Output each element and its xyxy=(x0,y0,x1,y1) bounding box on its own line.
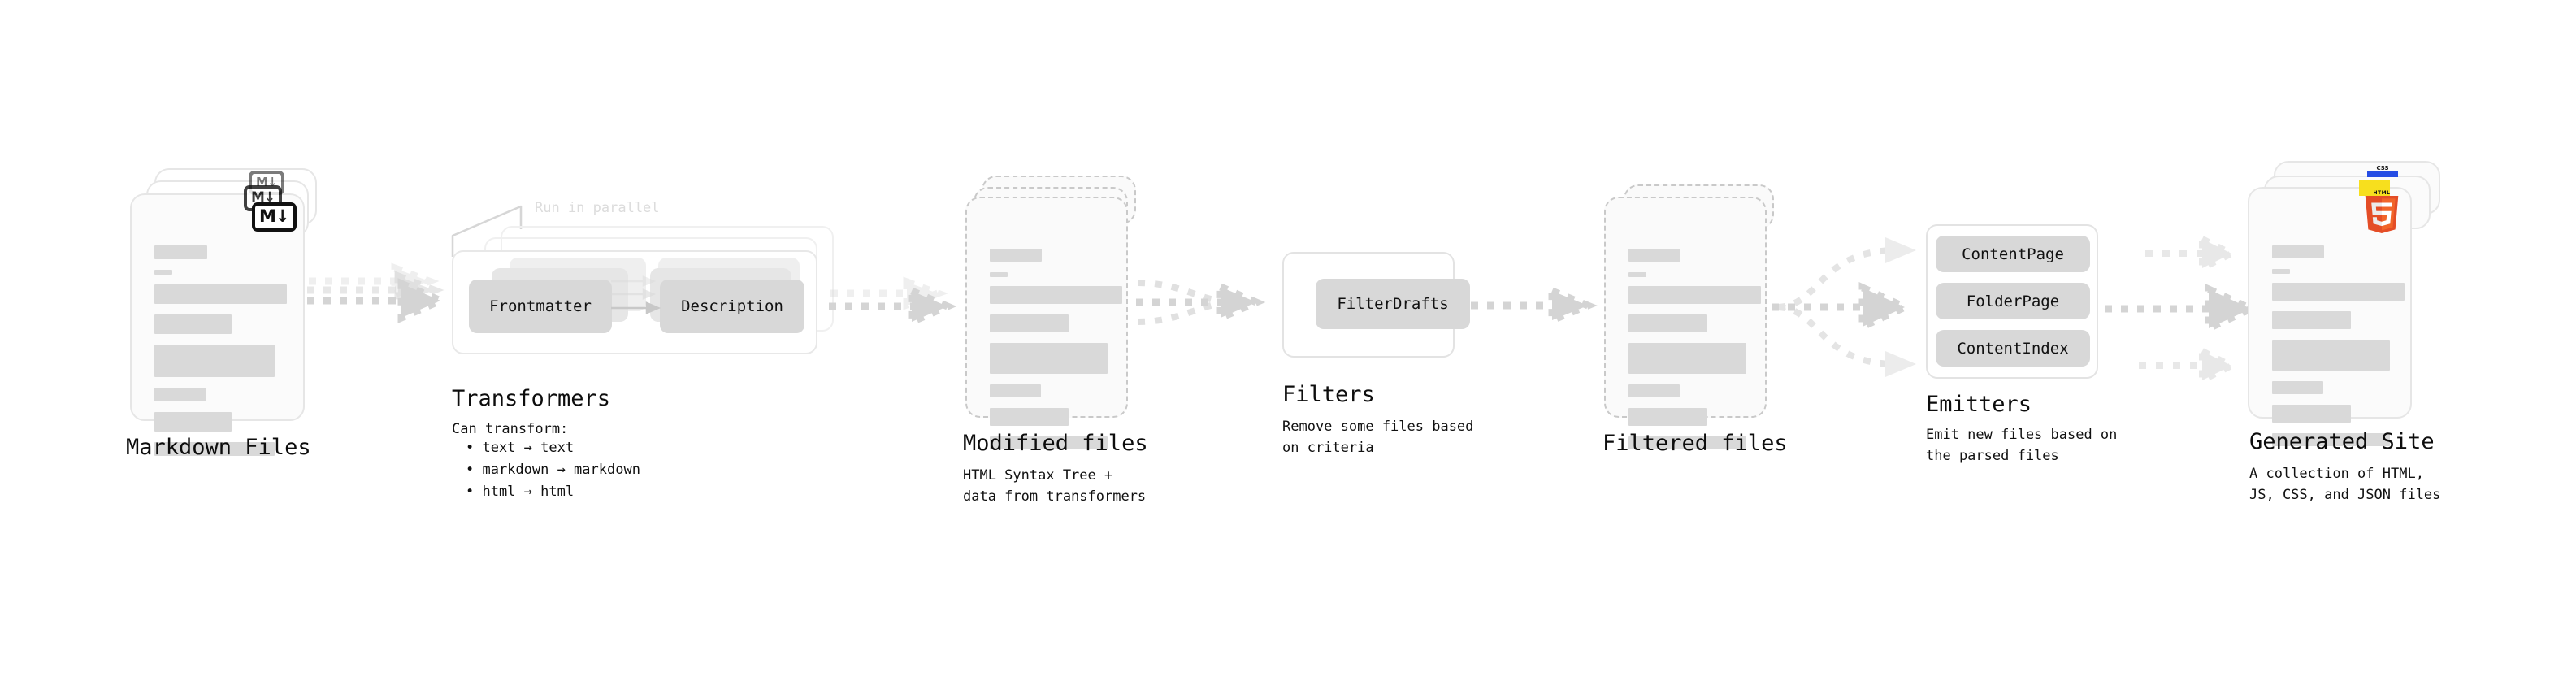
markdown-card-front xyxy=(130,193,305,456)
content-bar xyxy=(1628,272,1646,277)
run-in-parallel-note: Run in parallel xyxy=(535,200,660,216)
transformer-bullet-1: • text → text xyxy=(466,440,575,456)
filtered-card-front xyxy=(1604,197,1767,449)
content-bar xyxy=(2272,311,2351,329)
content-bar xyxy=(2272,340,2390,371)
content-bar xyxy=(990,436,1108,449)
generated-site-subtitle: A collection of HTML, JS, CSS, and JSON … xyxy=(2249,466,2441,504)
content-bar xyxy=(2272,269,2290,274)
emitters-subtitle: Emit new files based on the parsed files xyxy=(1926,427,2118,465)
stage-title-transformers: Transformers xyxy=(452,386,611,411)
run-in-parallel-bracket xyxy=(451,205,523,257)
content-bar xyxy=(1628,314,1707,332)
filter-node-filterdrafts[interactable]: FilterDrafts xyxy=(1316,279,1470,329)
arrow-emitters-to-site xyxy=(2105,233,2260,386)
content-bar xyxy=(990,343,1108,374)
arrow-filters-to-filtered xyxy=(1471,285,1598,326)
emitter-node-folderpage[interactable]: FolderPage xyxy=(1936,283,2090,319)
content-bar xyxy=(154,412,232,432)
css-icon: CSS xyxy=(2367,165,2398,177)
modified-files-subtitle: HTML Syntax Tree + data from transformer… xyxy=(963,467,1147,505)
content-bar xyxy=(1628,249,1680,262)
html5-shield xyxy=(2365,196,2399,233)
html5-icon: HTML xyxy=(2363,190,2400,236)
markdown-card-bars xyxy=(154,245,287,466)
markdown-icon: M↓ xyxy=(252,202,297,232)
css-bar xyxy=(2367,171,2398,177)
content-bar xyxy=(2272,245,2324,258)
stage-title-markdown-files: Markdown Files xyxy=(126,435,311,460)
content-bar xyxy=(154,442,275,456)
content-bar xyxy=(154,245,207,259)
stage-title-filters: Filters xyxy=(1282,382,1375,407)
stage-title-emitters: Emitters xyxy=(1926,392,2032,417)
transformers-subtitle: Can transform: xyxy=(452,421,569,437)
content-bar xyxy=(1628,436,1746,449)
content-bar xyxy=(154,284,287,304)
content-bar xyxy=(1628,384,1680,397)
generated-card-bars xyxy=(2272,245,2405,457)
filters-subtitle: Remove some files based on criteria xyxy=(1282,419,1474,457)
content-bar xyxy=(990,314,1069,332)
js-icon xyxy=(2359,180,2390,196)
stage-title-filtered-files: Filtered files xyxy=(1602,431,1788,456)
filtered-card-bars xyxy=(1628,249,1761,460)
content-bar xyxy=(990,286,1122,304)
stage-title-modified-files: Modified files xyxy=(963,431,1148,456)
content-bar xyxy=(2272,283,2405,301)
arrow-transformers-to-modified xyxy=(829,276,957,327)
arrow-markdown-to-transformers xyxy=(307,262,450,323)
modified-card-front xyxy=(965,197,1128,449)
content-bar xyxy=(1628,286,1761,304)
emitter-node-contentpage[interactable]: ContentPage xyxy=(1936,236,2090,272)
arrow-modified-to-filters xyxy=(1136,280,1266,325)
stage-title-generated-site: Generated Site xyxy=(2249,429,2435,454)
content-bar xyxy=(990,272,1008,277)
content-bar xyxy=(1628,343,1746,374)
content-bar xyxy=(990,249,1042,262)
transformer-node-description[interactable]: Description xyxy=(660,280,804,333)
content-bar xyxy=(154,270,172,275)
content-bar xyxy=(2272,433,2390,446)
content-bar xyxy=(154,314,232,334)
content-bar xyxy=(990,408,1069,426)
content-bar xyxy=(2272,381,2323,394)
content-bar xyxy=(1628,408,1707,426)
transformer-bullet-3: • html → html xyxy=(466,484,575,500)
transformer-node-frontmatter[interactable]: Frontmatter xyxy=(469,280,612,333)
content-bar xyxy=(990,384,1041,397)
modified-card-bars xyxy=(990,249,1122,460)
transformer-inner-arrows xyxy=(611,275,661,314)
content-bar xyxy=(2272,405,2351,423)
arrow-filtered-to-emitters xyxy=(1772,237,1916,377)
content-bar xyxy=(154,388,206,401)
content-bar xyxy=(154,345,275,377)
transformer-bullet-2: • markdown → markdown xyxy=(466,462,640,478)
emitter-node-contentindex[interactable]: ContentIndex xyxy=(1936,330,2090,367)
